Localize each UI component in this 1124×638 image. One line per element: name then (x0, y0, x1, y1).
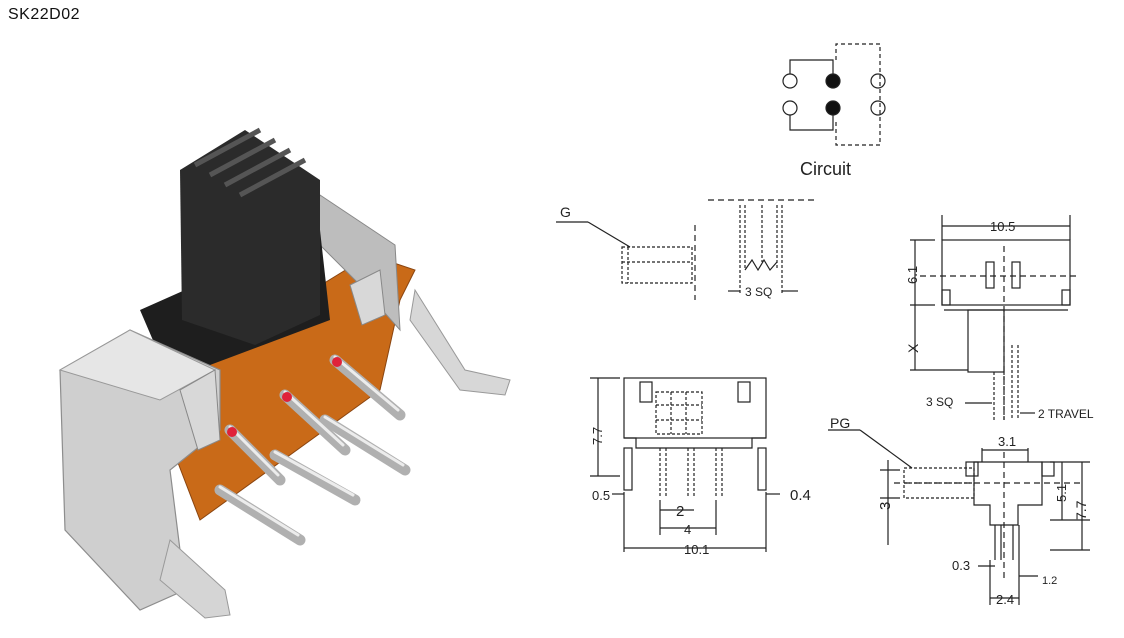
dim-top-width: 10.5 (990, 219, 1015, 234)
dim-front-width: 10.1 (684, 542, 709, 557)
part-number-title: SK22D02 (8, 6, 80, 23)
top-view (910, 215, 1078, 420)
dim-side-height-a: 5.1 (1054, 484, 1069, 502)
photo-solder-dots (227, 357, 342, 437)
x-label: X (905, 343, 921, 353)
photo-knob (180, 130, 320, 345)
dim-side-left: 3 (877, 502, 894, 510)
pg-label: PG (830, 415, 850, 431)
dim-front-span: 4 (684, 522, 691, 537)
knob-sq-label: 3 SQ (745, 285, 772, 299)
circuit-label: Circuit (800, 159, 851, 179)
photo-housing (59, 329, 221, 611)
dim-front-pitch: 2 (676, 503, 684, 520)
switch-photo (58, 127, 511, 619)
dim-side-pin-gap: 1.2 (1042, 575, 1057, 587)
dim-top-height: 6.1 (905, 266, 920, 284)
photo-pins (214, 354, 411, 546)
dim-side-top: 3.1 (998, 434, 1016, 449)
knob-section (708, 199, 818, 295)
dim-front-left-pin: 0.5 (592, 488, 610, 503)
circuit-diagram (782, 43, 886, 146)
photo-knob-ribs (193, 127, 307, 198)
g-view (556, 221, 696, 300)
dim-front-right-pin: 0.4 (790, 487, 811, 504)
photo-front-leg (159, 539, 231, 619)
photo-back-leg (409, 288, 511, 396)
side-view (828, 429, 1090, 605)
front-view (590, 377, 780, 552)
top-sq-label: 3 SQ (926, 395, 953, 409)
dim-side-bottom: 2.4 (996, 592, 1014, 607)
g-label: G (560, 204, 571, 220)
photo-pin-highlights (218, 355, 405, 537)
travel-label: 2 TRAVEL (1038, 407, 1094, 421)
dim-side-pin-w: 0.3 (952, 558, 970, 573)
dim-side-height-b: 7.7 (1073, 500, 1089, 520)
photo-tab-right (349, 269, 386, 326)
photo-tab-left (179, 369, 221, 451)
dim-front-height: 7.7 (590, 427, 605, 445)
